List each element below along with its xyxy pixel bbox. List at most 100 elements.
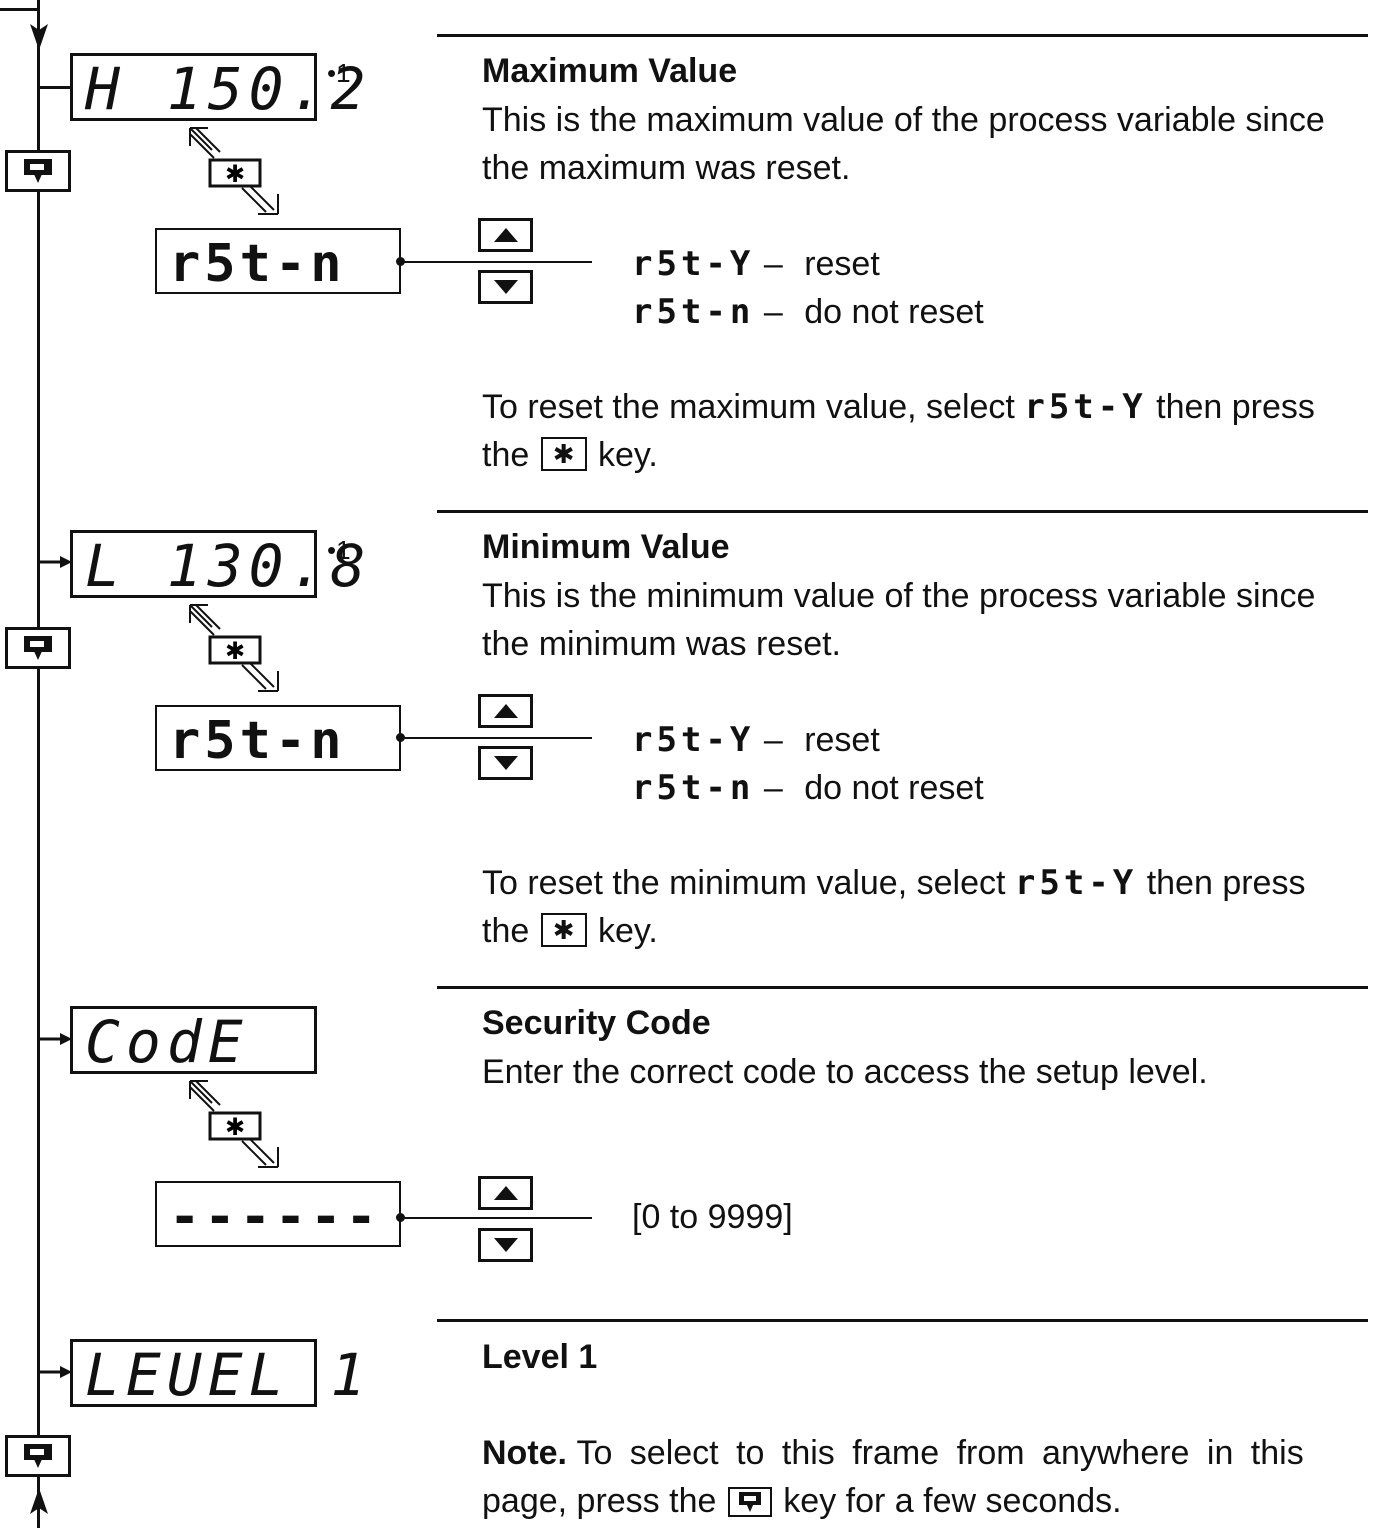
scroll-key-icon bbox=[24, 159, 52, 183]
up-key-button[interactable] bbox=[478, 694, 533, 728]
star-toggle-diagram: ✱ bbox=[189, 1080, 279, 1168]
down-key-button[interactable] bbox=[478, 746, 533, 780]
section-title: Minimum Value bbox=[482, 528, 730, 566]
section-title: Security Code bbox=[482, 1004, 711, 1042]
scroll-key-icon bbox=[24, 1444, 52, 1468]
code-range: [0 to 9999] bbox=[632, 1198, 793, 1236]
instruction-code: r5t-Y bbox=[1014, 863, 1138, 903]
flow-up-arrow-icon bbox=[30, 1488, 48, 1514]
flow-line bbox=[37, 0, 40, 1528]
section-description: This is the minimum value of the process… bbox=[482, 577, 1316, 663]
section-divider bbox=[437, 34, 1368, 37]
section-divider bbox=[437, 986, 1368, 989]
flow-branch-1 bbox=[37, 86, 72, 89]
instruction-text: the bbox=[482, 436, 530, 474]
lcd-reset-select-max: r5t-n bbox=[155, 228, 401, 294]
reset-code: r5t-n bbox=[169, 234, 346, 294]
lcd-display-min: L 130.8 bbox=[70, 530, 365, 598]
note-line-1: Note. To select to this frame from anywh… bbox=[482, 1429, 1368, 1477]
lcd-display-max: H 150.2 bbox=[70, 53, 365, 121]
svg-text:✱: ✱ bbox=[225, 1113, 245, 1141]
section-divider bbox=[437, 1319, 1368, 1322]
instruction-text: To reset the maximum value, select bbox=[482, 388, 1015, 426]
option-code: r5t-n bbox=[632, 768, 755, 808]
section-description: This is the maximum value of the process… bbox=[482, 101, 1325, 187]
instruction-line-2: the ✱ key. bbox=[482, 907, 658, 955]
up-key-button[interactable] bbox=[478, 218, 533, 252]
note-text: To select to this frame from anywhere in… bbox=[576, 1434, 1304, 1472]
option-code: r5t-n bbox=[632, 292, 755, 332]
instruction-code: r5t-Y bbox=[1024, 387, 1147, 427]
option-dash: – bbox=[763, 721, 783, 759]
connector-dot bbox=[396, 1213, 405, 1222]
connector-dot bbox=[396, 733, 405, 742]
flow-top-corner bbox=[0, 8, 40, 11]
lcd-reset-select-min: r5t-n bbox=[155, 705, 401, 771]
footnote-marker: •1 bbox=[327, 58, 351, 88]
instruction-text: the bbox=[482, 912, 530, 950]
up-arrow-key-icon bbox=[493, 1186, 518, 1200]
section-title: Level 1 bbox=[482, 1338, 598, 1376]
footnote-marker: •1 bbox=[327, 535, 351, 565]
code-dashes: ------ bbox=[169, 1187, 381, 1247]
lcd-code-entry[interactable]: ------ bbox=[155, 1181, 401, 1247]
option-label: reset bbox=[804, 721, 880, 759]
instruction-line-2: the ✱ key. bbox=[482, 431, 658, 479]
instruction-text: To reset the minimum value, select bbox=[482, 864, 1006, 902]
flow-down-arrow-icon bbox=[30, 24, 48, 50]
instruction-text: key. bbox=[597, 436, 658, 474]
svg-text:✱: ✱ bbox=[225, 637, 245, 665]
connector-line bbox=[400, 1217, 592, 1219]
down-key-button[interactable] bbox=[478, 270, 533, 304]
instruction-text: key. bbox=[597, 912, 658, 950]
instruction-text: then press bbox=[1156, 388, 1315, 426]
instruction-line-1: To reset the maximum value, select r5t-Y… bbox=[482, 383, 1372, 431]
scroll-key-button[interactable] bbox=[5, 1435, 71, 1477]
reset-code: r5t-n bbox=[169, 711, 346, 771]
option-code: r5t-Y bbox=[632, 244, 755, 284]
note-label: Note. bbox=[482, 1434, 567, 1472]
section-title: Maximum Value bbox=[482, 52, 738, 90]
option-code: r5t-Y bbox=[632, 720, 755, 760]
asterisk-key-icon: ✱ bbox=[540, 437, 587, 471]
down-key-button[interactable] bbox=[478, 1228, 533, 1262]
section-divider bbox=[437, 510, 1368, 513]
option-row: r5t-n – do not reset bbox=[632, 764, 984, 812]
note-line-2: page, press the key for a few seconds. bbox=[482, 1477, 1122, 1525]
connector-dot bbox=[396, 257, 405, 266]
branch-arrow-icon bbox=[38, 556, 72, 568]
down-arrow-key-icon bbox=[493, 1238, 518, 1252]
option-label: do not reset bbox=[804, 293, 984, 331]
scroll-key-icon bbox=[24, 636, 52, 660]
option-dash: – bbox=[763, 293, 783, 331]
svg-text:✱: ✱ bbox=[225, 160, 245, 188]
instruction-text: then press bbox=[1146, 864, 1306, 902]
option-label: do not reset bbox=[804, 769, 984, 807]
note-text: page, press the bbox=[482, 1482, 717, 1520]
lcd-display-level: LEUEL 1 bbox=[70, 1339, 365, 1407]
scroll-key-button[interactable] bbox=[5, 627, 71, 669]
note-text: key for a few seconds. bbox=[783, 1482, 1122, 1520]
up-key-button[interactable] bbox=[478, 1176, 533, 1210]
option-row: r5t-Y – reset bbox=[632, 240, 880, 288]
scroll-key-button[interactable] bbox=[5, 150, 71, 192]
option-dash: – bbox=[763, 769, 783, 807]
down-arrow-key-icon bbox=[493, 756, 518, 770]
connector-line bbox=[400, 737, 592, 739]
option-row: r5t-n – do not reset bbox=[632, 288, 984, 336]
down-arrow-key-icon bbox=[493, 280, 518, 294]
scroll-key-icon bbox=[727, 1487, 772, 1518]
option-label: reset bbox=[804, 245, 880, 283]
up-arrow-key-icon bbox=[493, 704, 518, 718]
branch-arrow-icon bbox=[38, 1033, 72, 1045]
lcd-display-code: CodE bbox=[70, 1006, 317, 1074]
branch-arrow-icon bbox=[38, 1366, 72, 1378]
instruction-line-1: To reset the minimum value, select r5t-Y… bbox=[482, 859, 1372, 907]
section-description: Enter the correct code to access the set… bbox=[482, 1053, 1208, 1091]
asterisk-key-icon: ✱ bbox=[540, 913, 587, 947]
star-toggle-diagram: ✱ bbox=[189, 127, 279, 215]
option-dash: – bbox=[763, 245, 783, 283]
up-arrow-key-icon bbox=[493, 228, 518, 242]
connector-line bbox=[400, 261, 592, 263]
star-toggle-diagram: ✱ bbox=[189, 604, 279, 692]
